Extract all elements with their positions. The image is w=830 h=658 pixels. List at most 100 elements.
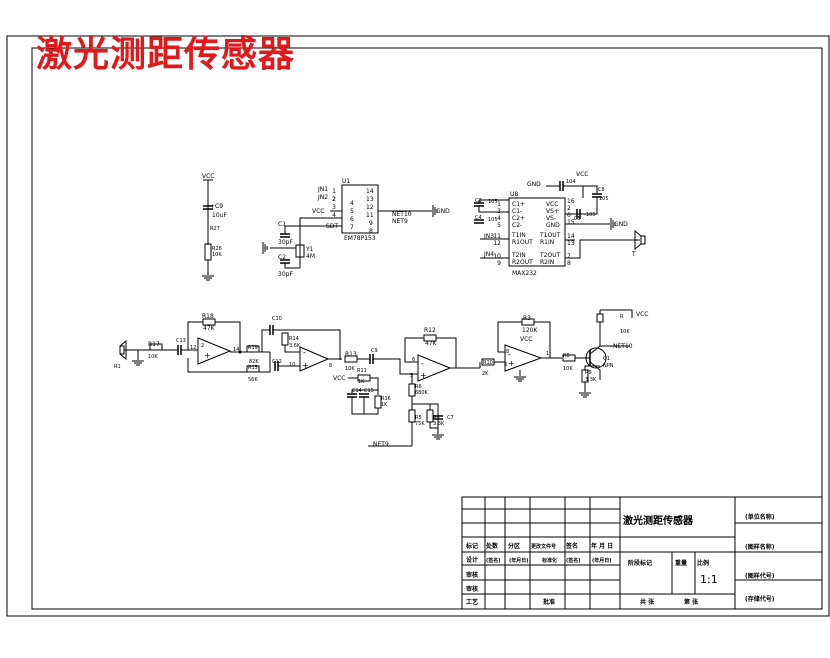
label-c105a: 105 bbox=[599, 196, 609, 202]
label-c5: C5 bbox=[574, 216, 581, 222]
label-r8: R8 bbox=[563, 353, 570, 359]
label-p16: 16 bbox=[567, 198, 575, 205]
label-t2in: T2IN bbox=[511, 252, 526, 259]
pin-number: 1 bbox=[332, 188, 336, 195]
wire bbox=[373, 358, 418, 375]
label-r27: R27 bbox=[210, 226, 220, 232]
op-amp-sign: + bbox=[420, 371, 427, 380]
op-amp-sign: - bbox=[303, 348, 306, 357]
label-r16: R16 bbox=[381, 396, 391, 402]
resistor-r16 bbox=[374, 395, 382, 409]
resistor-r10 bbox=[481, 358, 495, 366]
label-p8: 8 bbox=[369, 228, 373, 235]
label-gnd-u8c: GND bbox=[614, 221, 628, 228]
op-amp-3 bbox=[417, 354, 452, 382]
wire bbox=[600, 309, 633, 318]
label-c8: C8 bbox=[598, 187, 605, 193]
label-r8val: 10K bbox=[563, 366, 573, 372]
label-sdt: SDT bbox=[326, 223, 338, 230]
label-vcc-top: VCC bbox=[202, 173, 214, 180]
label-r13: R13 bbox=[345, 351, 357, 358]
ic-u8 bbox=[508, 197, 566, 267]
tb-count: 处数 bbox=[485, 542, 499, 550]
label-u1: U1 bbox=[342, 178, 350, 185]
label-c105c: 105 bbox=[488, 217, 498, 223]
pin-number: 3 bbox=[497, 208, 501, 215]
tb-scale: 比例 bbox=[697, 559, 709, 567]
label-p6: 6 bbox=[567, 212, 571, 219]
pin-number: 4 bbox=[497, 215, 501, 222]
label-r26: R26 bbox=[212, 246, 222, 252]
label-c3: C3 bbox=[475, 198, 482, 204]
label-jn2: JN2 bbox=[317, 194, 328, 201]
label-r12val: 47K bbox=[425, 340, 438, 347]
label-c1p: C1+ bbox=[512, 201, 525, 208]
tb-std: 标准化 bbox=[541, 557, 557, 564]
resistor-r19 bbox=[246, 345, 260, 353]
label-r4: R4 bbox=[433, 415, 440, 421]
label-u8-part: MAX232 bbox=[512, 270, 537, 277]
wire bbox=[589, 361, 601, 380]
pin-number: 4 bbox=[332, 212, 336, 219]
label-r2out: R2OUT bbox=[512, 259, 533, 266]
label-p5: 5 bbox=[410, 373, 413, 379]
label-q1: Q1 bbox=[603, 356, 610, 362]
label-c9: C9 bbox=[371, 348, 378, 354]
tb-drawing_name: (图样名称) bbox=[745, 543, 775, 551]
label-vcc-cmp: VCC bbox=[520, 336, 532, 343]
tb-sign2: (签名) bbox=[566, 557, 581, 564]
drawing-title: 激光测距传感器 bbox=[36, 33, 296, 75]
pin-number: 11 bbox=[493, 233, 501, 240]
wire bbox=[187, 321, 203, 350]
inner-frame bbox=[31, 47, 823, 610]
op-amp-2 bbox=[299, 346, 330, 372]
speaker-r1 bbox=[119, 345, 125, 355]
label-gnd-u8: GND bbox=[527, 181, 541, 188]
tb-process: 工艺 bbox=[466, 598, 478, 606]
wire bbox=[187, 358, 247, 373]
label-r18val: 47K bbox=[203, 325, 216, 332]
tb-stage_mark: 阶段标记 bbox=[628, 559, 652, 567]
label-t1out: T1OUT bbox=[539, 232, 561, 239]
label-c1val: 30pF bbox=[278, 239, 293, 246]
label-t: T bbox=[631, 251, 636, 258]
label-r18: R18 bbox=[202, 313, 214, 320]
ic-u1 bbox=[341, 184, 379, 234]
pin-number: 9 bbox=[497, 260, 501, 267]
speaker-t bbox=[634, 229, 642, 251]
label-r19: R19 bbox=[248, 345, 258, 351]
label-r19val: 82K bbox=[249, 359, 259, 365]
wire bbox=[404, 337, 424, 363]
tb-sign1: (签名) bbox=[486, 557, 501, 564]
label-p1: 1 bbox=[546, 351, 549, 357]
label-r10: R10 bbox=[483, 360, 493, 366]
label-r9val: 3.3K bbox=[585, 377, 597, 383]
resistor-r3 bbox=[521, 318, 535, 326]
label-r3val: 120K bbox=[522, 327, 538, 334]
label-c105b: 105 bbox=[488, 199, 498, 205]
label-u1-part: EM78P153 bbox=[344, 235, 376, 242]
label-c12: C12 bbox=[272, 359, 282, 365]
tb-drawing_code: (图样代号) bbox=[745, 572, 775, 580]
label-jn1: JN1 bbox=[317, 186, 328, 193]
op-amp-sign: + bbox=[508, 359, 515, 368]
label-r1out: R1OUT bbox=[512, 239, 533, 246]
resistor-r17 bbox=[149, 343, 163, 351]
label-c1: C1 bbox=[278, 221, 286, 228]
tb-zone: 分区 bbox=[508, 542, 520, 550]
label-p10: 10 bbox=[289, 362, 295, 368]
label-c9top: +C9 bbox=[210, 203, 223, 210]
label-vcc-u8: VCC bbox=[576, 171, 588, 178]
tb-audit: 审核 bbox=[466, 585, 478, 593]
label-p14: 14 bbox=[366, 188, 374, 195]
label-r12: R12 bbox=[424, 327, 436, 334]
resistor-r18 bbox=[202, 318, 216, 326]
tb-sign: 签名 bbox=[565, 542, 578, 550]
op-amp-1 bbox=[197, 337, 232, 365]
label-c7: C7 bbox=[447, 415, 454, 421]
label-c105d: 105 bbox=[586, 212, 596, 218]
label-gnd-u1: GND bbox=[436, 208, 450, 215]
label-c9val: 10uF bbox=[212, 212, 227, 219]
label-vsn: VS- bbox=[546, 215, 556, 222]
